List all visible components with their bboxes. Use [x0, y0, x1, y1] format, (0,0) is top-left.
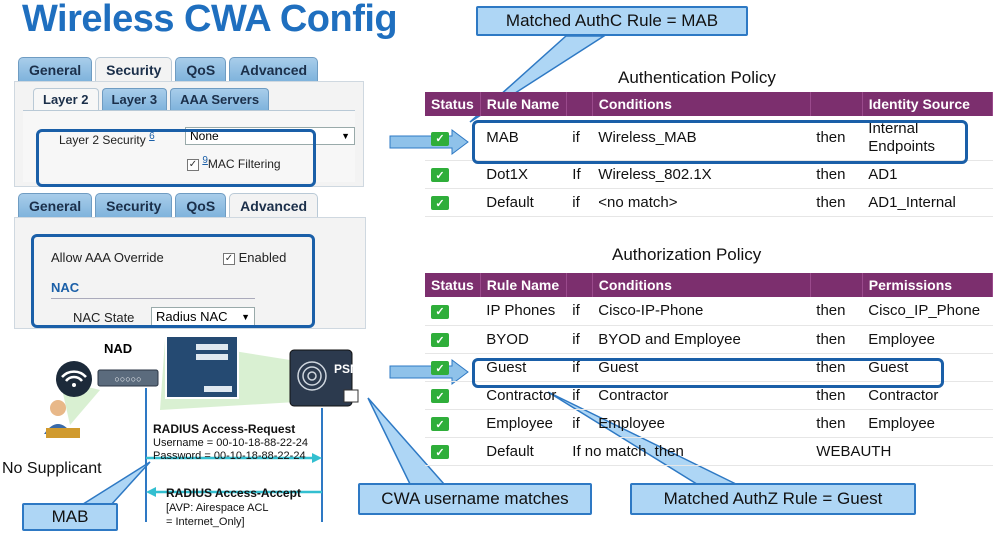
table-row[interactable]: ✓ Employee if Employee then Employee [425, 409, 993, 438]
authc-policy-table: Status Rule Name Conditions Identity Sou… [425, 92, 994, 217]
footnote-link[interactable]: 6 [149, 131, 155, 142]
dropdown-arrow-icon: ▼ [241, 311, 250, 322]
table-row[interactable]: ✓ Guest if Guest then Guest [425, 353, 993, 382]
nad-switch-icon: ○○○○○ [97, 369, 159, 387]
nac-heading: NAC [51, 280, 80, 295]
dropdown-arrow-icon: ▼ [341, 131, 350, 141]
col-rule-name: Rule Name [480, 273, 567, 297]
status-ok-icon: ✓ [431, 196, 449, 210]
aaa-override-checkbox[interactable]: ✓ [223, 252, 235, 265]
status-ok-icon: ✓ [431, 389, 449, 403]
status-ok-icon: ✓ [431, 417, 449, 431]
col-if [566, 273, 593, 297]
col-if [566, 92, 593, 116]
wlan-tab-row: General Security QoS Advanced [14, 193, 366, 217]
status-ok-icon: ✓ [431, 333, 449, 347]
no-supplicant-label: No Supplicant [2, 460, 102, 477]
login-portal-icon [165, 335, 239, 399]
authz-policy-table: Status Rule Name Conditions Permissions … [425, 273, 994, 466]
tab-general[interactable]: General [18, 193, 93, 217]
aaa-override-label: Allow AAA Override [51, 250, 164, 265]
page-title: Wireless CWA Config [22, 0, 398, 40]
table-row[interactable]: ✓ Default If no match then WEBAUTH [425, 437, 993, 466]
cwa-username-callout: CWA username matches [358, 483, 592, 515]
nac-divider [51, 298, 255, 299]
col-status: Status [425, 92, 481, 116]
col-conditions: Conditions [592, 273, 811, 297]
authc-policy-title: Authentication Policy [618, 68, 776, 87]
psn-label: PSN [334, 362, 359, 376]
nac-state-label: NAC State [73, 310, 135, 325]
advanced-highlight-box [31, 234, 315, 328]
wlan-tab-row: General Security QoS Advanced [14, 57, 364, 81]
col-status: Status [425, 273, 481, 297]
subtab-layer3[interactable]: Layer 3 [101, 88, 168, 110]
layer2-highlight-box [36, 129, 316, 187]
security-body: Layer 2 Layer 3 AAA Servers Layer 2 Secu… [14, 81, 364, 187]
mac-filtering-row: ✓ 9MAC Filtering [187, 155, 281, 171]
table-header-row: Status Rule Name Conditions Permissions [425, 273, 994, 297]
psn-server-icon [289, 349, 359, 407]
security-subtab-row: Layer 2 Layer 3 AAA Servers [23, 88, 355, 110]
mac-filtering-checkbox[interactable]: ✓ [187, 158, 199, 171]
subtab-layer2[interactable]: Layer 2 [33, 88, 99, 110]
access-accept-text: RADIUS Access-Accept [AVP: Airespace ACL… [166, 486, 301, 528]
authz-rule-callout: Matched AuthZ Rule = Guest [630, 483, 916, 515]
footnote-link[interactable]: 9 [202, 155, 208, 166]
mab-callout: MAB [22, 503, 118, 531]
aaa-override-field: ✓ Enabled [223, 250, 287, 265]
status-ok-icon: ✓ [431, 304, 449, 319]
status-ok-icon: ✓ [431, 168, 449, 182]
wifi-icon [56, 361, 92, 397]
authc-rule-callout: Matched AuthC Rule = MAB [476, 6, 748, 36]
svg-text:○○○○○: ○○○○○ [114, 374, 141, 384]
col-rule-name: Rule Name [480, 92, 567, 116]
tab-advanced[interactable]: Advanced [229, 57, 319, 81]
authc-mab-highlight-box [472, 120, 968, 164]
table-row[interactable]: ✓ IP Phones if Cisco-IP-Phone then Cisco… [425, 297, 993, 326]
tab-general[interactable]: General [18, 57, 93, 81]
table-row[interactable]: ✓ MAB if Wireless_MAB then Internal Endp… [425, 116, 993, 161]
tab-security[interactable]: Security [95, 57, 173, 81]
access-request-text: RADIUS Access-Request Username = 00-10-1… [153, 422, 309, 463]
table-row[interactable]: ✓ Dot1X If Wireless_802.1X then AD1 [425, 160, 993, 189]
tab-advanced[interactable]: Advanced [229, 193, 319, 217]
table-row[interactable]: ✓ Default if <no match> then AD1_Interna… [425, 188, 993, 217]
network-diagram: ○○○○○ [44, 335, 359, 522]
user-laptop-icon [44, 400, 80, 438]
col-identity-source: Identity Source [862, 92, 994, 116]
table-row[interactable]: ✓ BYOD if BYOD and Employee then Employe… [425, 325, 993, 354]
col-conditions: Conditions [592, 92, 811, 116]
wlc-security-panel: General Security QoS Advanced Layer 2 La… [14, 57, 364, 187]
nad-label: NAD [104, 341, 133, 356]
status-ok-icon: ✓ [431, 361, 449, 375]
nac-state-select[interactable]: Radius NAC▼ [151, 307, 255, 326]
col-permissions: Permissions [862, 273, 994, 297]
subtab-aaa-servers[interactable]: AAA Servers [170, 88, 270, 110]
tab-qos[interactable]: QoS [175, 193, 227, 217]
tab-qos[interactable]: QoS [175, 57, 227, 81]
col-then [810, 273, 863, 297]
table-header-row: Status Rule Name Conditions Identity Sou… [425, 92, 994, 116]
status-ok-icon: ✓ [431, 131, 449, 146]
col-then [810, 92, 863, 116]
authz-policy-title: Authorization Policy [612, 245, 762, 264]
authz-guest-highlight-box [472, 358, 944, 388]
mab-callout-pointer [77, 461, 151, 507]
status-ok-icon: ✓ [431, 445, 449, 459]
tab-security[interactable]: Security [95, 193, 173, 217]
layer2-security-label: Layer 2 Security 6 [59, 131, 155, 147]
